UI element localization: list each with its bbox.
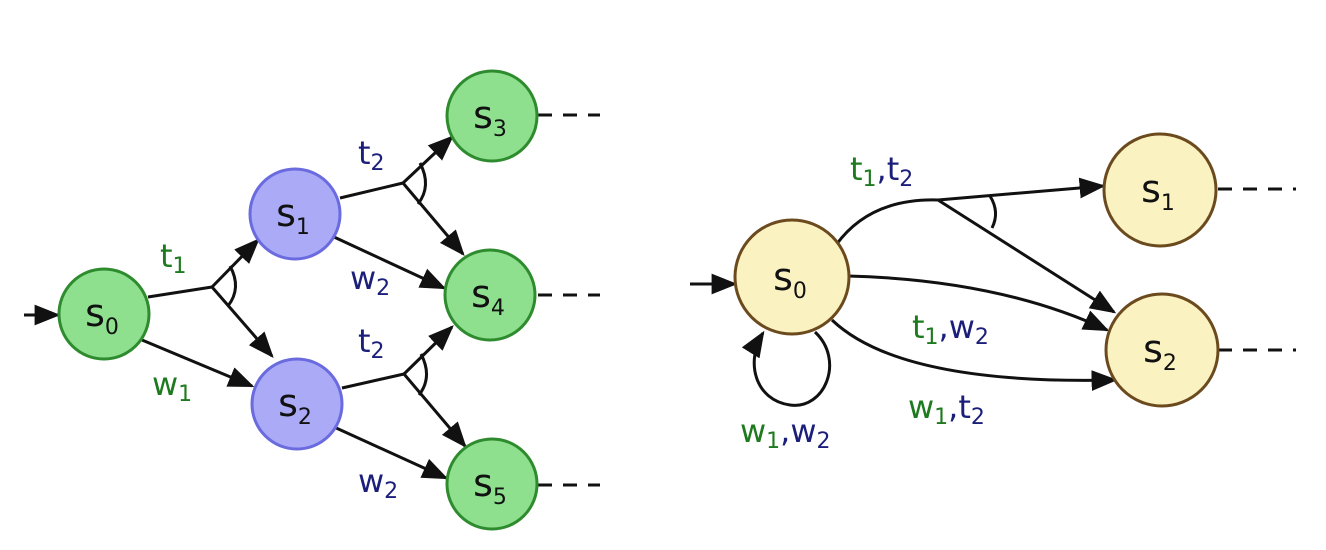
node-s2-left: s2 xyxy=(250,357,344,451)
edge-branch-s1 xyxy=(210,238,260,289)
node-s5-left: s5 xyxy=(445,437,539,531)
edge-branch-s3 xyxy=(401,135,454,185)
edge-s2-s5 xyxy=(333,425,449,480)
node-s2-left-label: s2 xyxy=(278,381,312,430)
edge-label-w1t2: w1,t2 xyxy=(908,388,985,430)
edge-label-w2-bottom: w2 xyxy=(358,462,398,504)
edge-label-t2-top: t2 xyxy=(358,134,385,176)
edge-s1-s4 xyxy=(333,235,447,290)
branch-arc-left-2 xyxy=(416,162,427,205)
edge-label-t1: t1 xyxy=(160,237,187,279)
edge-label-t1w2: t1,w2 xyxy=(912,308,989,350)
node-s4-left-label: s4 xyxy=(471,272,505,321)
edge-label-w1: w1 xyxy=(152,365,192,407)
right-diagram: s0 s1 s2 t1,t2 t1,w2 w1,t2 w1,w2 xyxy=(690,132,1296,454)
node-s3-left: s3 xyxy=(445,69,539,163)
node-s1-left: s1 xyxy=(248,167,342,261)
node-s1-right: s1 xyxy=(1102,132,1218,248)
edge-branch-s4-bottom xyxy=(402,325,454,376)
edge-branch-s2-right xyxy=(937,198,1117,314)
node-s0-right: s0 xyxy=(733,218,851,336)
edge-branch-s4-top xyxy=(401,182,465,256)
left-diagram: s0 s1 s2 s3 s4 s5 t1 w1 t2 w2 t2 w2 xyxy=(24,69,600,531)
node-s2-right: s2 xyxy=(1104,292,1220,408)
edge-s0-branch-right xyxy=(834,198,939,246)
edge-label-t1t2: t1,t2 xyxy=(850,150,913,192)
node-s1-right-label: s1 xyxy=(1141,167,1175,216)
edge-s0-self-loop xyxy=(741,330,832,407)
edge-label-w1w2: w1,w2 xyxy=(740,412,831,454)
node-s0-left: s0 xyxy=(57,267,151,361)
node-s2-right-label: s2 xyxy=(1143,327,1177,376)
edge-s0-branch xyxy=(147,285,213,299)
edge-s0-s2-w1t2 xyxy=(830,318,1118,391)
edge-s0-s2 xyxy=(141,338,255,388)
node-s1-left-label: s1 xyxy=(276,191,310,240)
node-s0-left-label: s0 xyxy=(85,291,119,340)
edge-label-t2-bottom: t2 xyxy=(358,322,385,364)
edge-s0-s2-t1w2 xyxy=(847,274,1110,332)
edge-branch-s2 xyxy=(210,286,274,358)
edge-label-w2-top: w2 xyxy=(350,259,390,301)
branch-arc-right xyxy=(988,195,997,229)
node-s4-left: s4 xyxy=(443,248,537,342)
node-s5-left-label: s5 xyxy=(473,461,507,510)
branch-arc-left-1 xyxy=(226,265,237,307)
edge-s1-branch xyxy=(339,181,404,200)
node-s0-right-label: s0 xyxy=(773,255,807,304)
branch-arc-left-3 xyxy=(417,353,428,396)
edge-s2-branch xyxy=(341,372,405,390)
edge-branch-s1-right xyxy=(937,177,1106,202)
node-s3-left-label: s3 xyxy=(473,93,507,142)
edge-branch-s5 xyxy=(402,373,467,448)
